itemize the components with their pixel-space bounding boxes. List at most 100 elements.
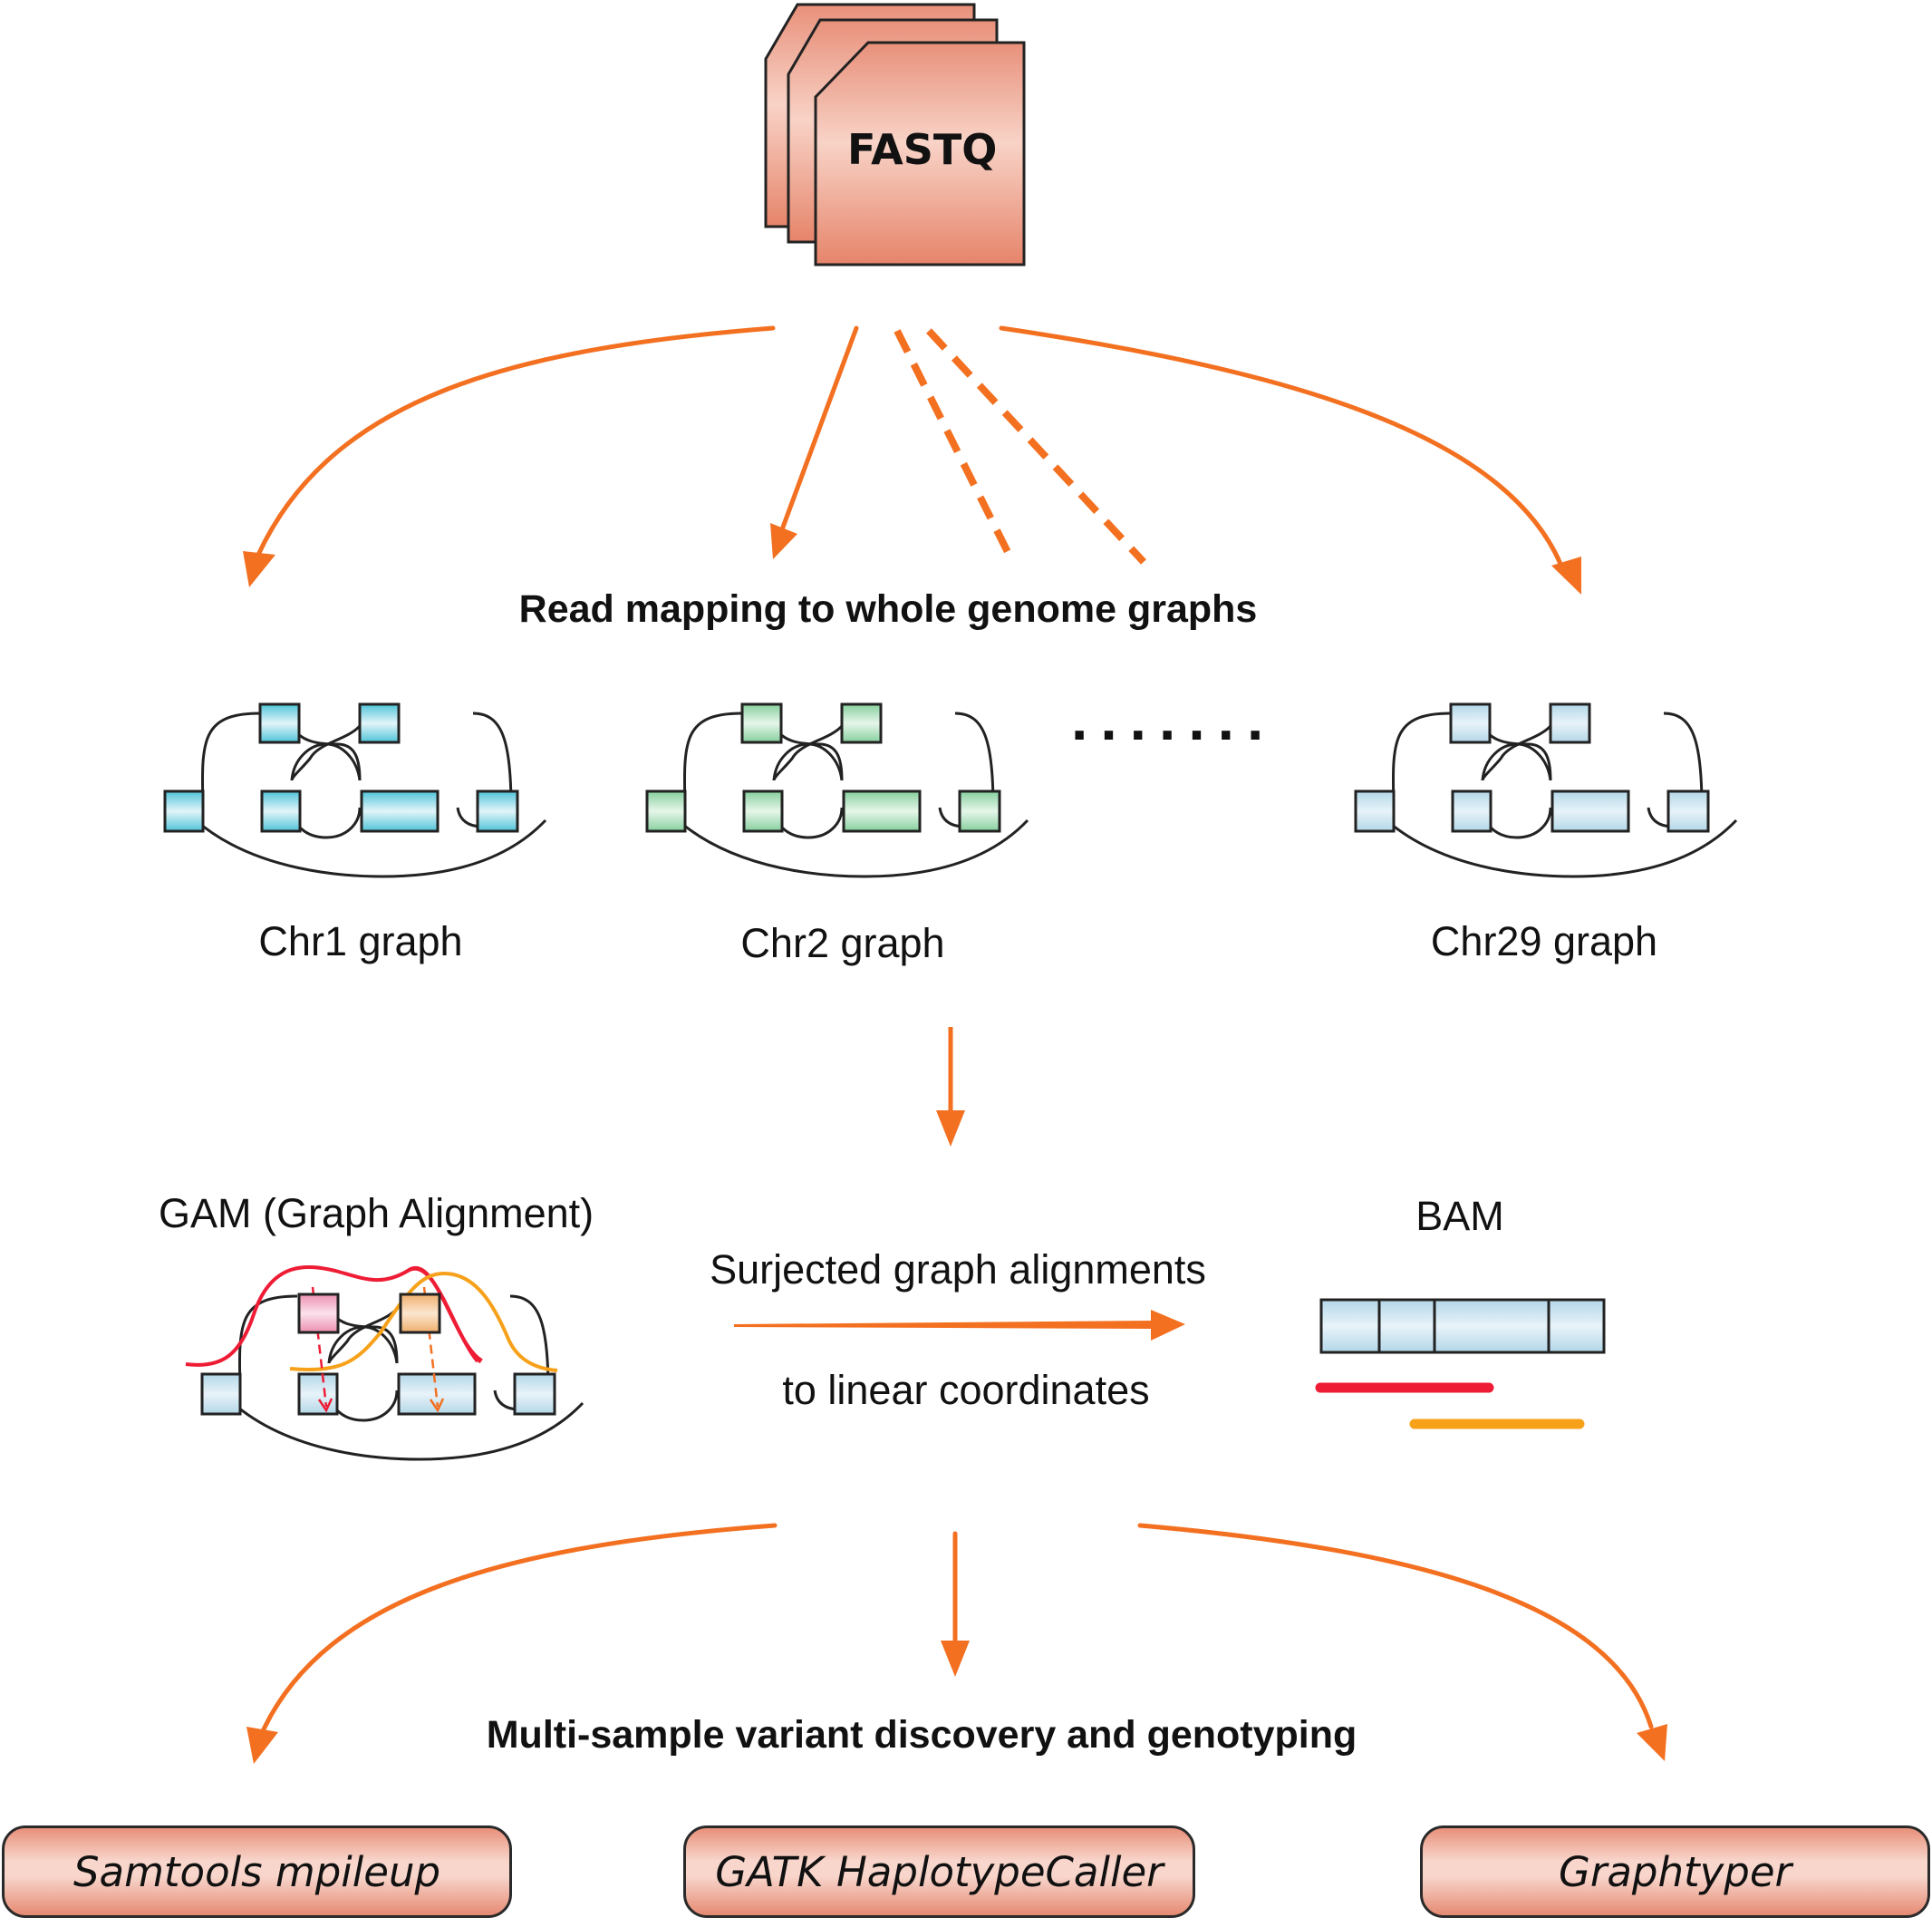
graph-edge (1663, 712, 1704, 809)
graph-node (742, 789, 784, 833)
graph-edges (1386, 712, 1738, 878)
gam-node-pink (297, 1293, 340, 1334)
graph-edge (327, 1390, 399, 1422)
arrow-to-graphtyper (1137, 1523, 1654, 1729)
arrowhead-chr2 (770, 523, 797, 559)
arrowhead-graphtyper (1637, 1724, 1667, 1761)
graph-node (358, 702, 401, 744)
bam-reference (1319, 1298, 1606, 1354)
calling-heading: Multi-sample variant discovery and genot… (486, 1713, 1357, 1757)
arrowhead-chr29 (1551, 557, 1581, 595)
graph-node (200, 1372, 242, 1416)
mapping-heading: Read mapping to whole genome graphs (518, 587, 1258, 631)
graph-node (1354, 789, 1396, 833)
graph-node (260, 789, 302, 833)
tool-graphtyper: Graphtyper (1420, 1825, 1930, 1918)
graph-edge (237, 1294, 298, 1391)
graph-node (258, 702, 301, 744)
surjection-label-line2: to linear coordinates (782, 1367, 1150, 1413)
gam-node-orange (399, 1293, 441, 1334)
graph-node (740, 702, 783, 744)
arrowhead-gatk (941, 1641, 970, 1677)
graph-edge (232, 1401, 584, 1461)
gam-read-orange (289, 1271, 558, 1372)
gam-graph (200, 1294, 584, 1461)
arrow-to-chr1 (256, 325, 776, 557)
arrow-to-chr29 (999, 325, 1563, 566)
fastq-arrows (256, 325, 1563, 566)
fastq-label: FASTQ (847, 125, 998, 174)
graph-edge (290, 725, 362, 781)
graph-edge (290, 742, 362, 781)
graph-edge (472, 712, 513, 809)
surjection-label-line1: Surjected graph alignments (710, 1246, 1206, 1293)
dashed-line-2 (926, 328, 1146, 565)
fastq-arrowheads (243, 523, 1581, 595)
graph-node (840, 702, 883, 744)
graph-edge (200, 712, 261, 809)
graph-edge (772, 742, 844, 781)
calling-arrows (260, 1523, 1654, 1734)
chr29-graph-label: Chr29 graph (1430, 918, 1658, 964)
tool-samtools-mpileup: Samtools mpileup (2, 1825, 512, 1918)
arrow-to-samtools (260, 1523, 778, 1734)
graph-node (513, 1372, 556, 1416)
graph-node (958, 789, 1001, 833)
graph-node (645, 789, 687, 833)
graph-edge (1391, 712, 1452, 809)
arrow-to-chr2 (778, 325, 859, 535)
bam-reads (1315, 1382, 1585, 1429)
graph-edge (682, 712, 743, 809)
graph-edges (195, 712, 547, 878)
graph-node (163, 789, 205, 833)
surjection-arrow (734, 1310, 1185, 1341)
graph-node (476, 789, 519, 833)
gam-label: GAM (Graph Alignment) (159, 1190, 594, 1236)
graph-edge (1386, 818, 1738, 878)
tool-samtools-label: Samtools mpileup (72, 1847, 441, 1896)
graph-edge (677, 818, 1029, 878)
graph-edge (1481, 807, 1552, 839)
graph-nodes (163, 702, 519, 833)
fastq-file-stack (764, 3, 1026, 266)
gam-dashed-arrowheads (317, 1398, 445, 1413)
chr2-graph-label: Chr2 graph (740, 920, 945, 966)
chr29-graph (1354, 702, 1738, 878)
dashed-line-1 (894, 329, 1014, 559)
tool-graphtyper-label: Graphtyper (1558, 1847, 1792, 1896)
down-arrow-to-alignment (936, 1027, 965, 1147)
graph-edge (290, 807, 362, 839)
gam-read-red-tail (407, 1266, 479, 1363)
graph-edge (772, 724, 844, 781)
graph-node (297, 1372, 339, 1416)
arrowhead-samtools (246, 1727, 278, 1764)
graph-edge (1481, 725, 1552, 781)
graph-node (1549, 702, 1591, 744)
chr2-graph (645, 702, 1029, 878)
graph-edge (327, 1325, 399, 1364)
graph-ellipsis: ....... (1071, 685, 1277, 752)
tool-gatk-label: GATK HaplotypeCaller (715, 1847, 1164, 1896)
graph-node (360, 789, 440, 833)
graph-nodes (1354, 702, 1710, 833)
graph-node (1666, 789, 1710, 833)
graph-node (1550, 789, 1630, 833)
graph-node (1451, 789, 1492, 833)
graph-nodes (645, 702, 1001, 833)
chr1-graph (163, 702, 547, 878)
chr1-graph-label: Chr1 graph (258, 918, 463, 964)
bam-label: BAM (1415, 1193, 1504, 1239)
graph-edge (772, 725, 844, 781)
graph-node (1449, 702, 1492, 744)
graph-edge (954, 712, 995, 809)
gam-read-paths (185, 1265, 558, 1408)
graph-edge (290, 724, 362, 781)
graph-edge (1481, 742, 1552, 781)
graph-edge (327, 1307, 399, 1364)
tool-gatk-haplotypecaller: GATK HaplotypeCaller (683, 1825, 1195, 1918)
gam-variant-nodes (297, 1293, 441, 1334)
graph-edge (195, 818, 547, 878)
graph-edge (1481, 724, 1552, 781)
